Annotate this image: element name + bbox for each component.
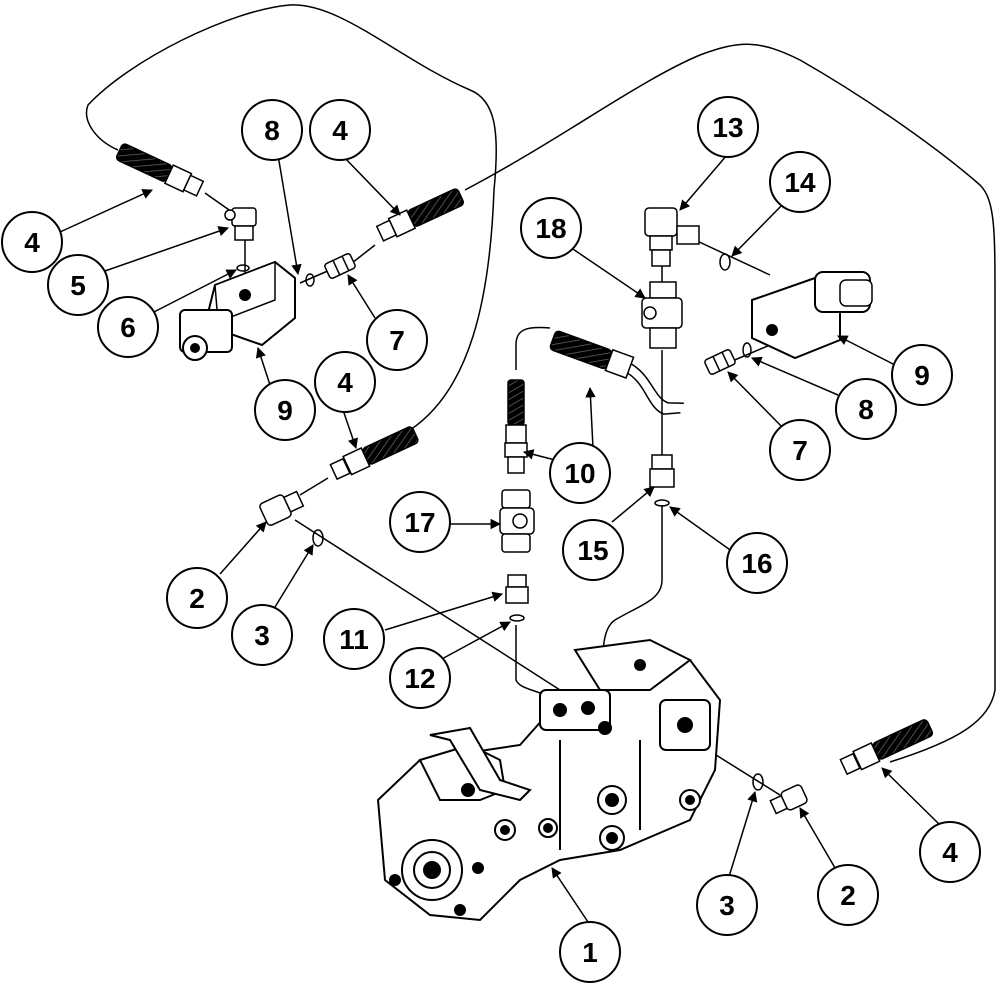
callout-16: 16 [741,548,772,579]
callout-15: 15 [577,535,608,566]
adapter-fitting-15 [649,454,675,488]
callout-8: 8 [858,394,874,425]
hose-10-vertical [504,379,528,474]
callout-3: 3 [719,890,735,921]
callout-labels: 4 5 6 8 4 7 9 4 2 3 11 12 17 10 15 18 13… [24,112,958,968]
hose-4-top-middle [375,188,465,242]
o-ring-3-left [312,529,324,547]
callout-2: 2 [189,583,205,614]
valve-9-left [179,260,296,361]
callout-1: 1 [582,937,598,968]
tee-fitting-18 [641,281,683,349]
line-fitting5-to-hose4 [204,192,233,213]
callout-17: 17 [404,507,435,538]
callout-11: 11 [339,624,369,655]
callout-9: 9 [914,360,930,391]
elbow-fitting-2-left [259,490,305,526]
callout-4: 4 [942,837,958,868]
callout-12: 12 [404,663,435,694]
callout-7: 7 [389,325,405,356]
o-ring-8-right [742,342,752,358]
callout-18: 18 [535,213,566,244]
tee-fitting-17 [499,489,535,553]
o-ring-3-right [752,773,764,791]
callout-4: 4 [24,227,40,258]
callout-5: 5 [70,270,86,301]
callout-14: 14 [784,167,816,198]
line-tee17-to-pump [515,625,556,701]
callout-13: 13 [712,112,743,143]
adapter-fitting-11 [505,574,529,604]
o-ring-6 [236,264,250,272]
callout-6: 6 [120,312,136,343]
valve-9-right [751,271,873,360]
hose-4-bottom-right [839,719,934,776]
o-ring-8-left [305,273,315,287]
leader-arrows [59,154,941,926]
o-ring-12 [509,614,525,622]
hose-10-horizontal [549,330,684,415]
line-hose10-up [515,326,551,370]
hose-4-middle-left [329,426,419,481]
elbow-fitting-2-right [769,784,808,815]
callout-10: 10 [564,458,595,489]
hose-route-right-loop [464,43,996,763]
callout-7: 7 [792,435,808,466]
line-fitting7-to-hose4 [351,244,376,264]
callout-4: 4 [332,115,348,146]
line-elbow13-to-valve9 [694,239,771,276]
callout-bubbles [1,96,981,983]
hydraulic-pump-1 [376,638,722,922]
adapter-fitting-7-right [704,349,736,375]
line-fitting7-left [299,269,331,284]
elbow-fitting-13 [644,207,700,267]
hose-4-top-left [115,143,205,197]
line-hose4-to-fitting2 [299,477,329,496]
elbow-fitting-5 [224,207,257,241]
callout-3: 3 [254,620,270,651]
callout-9: 9 [277,395,293,426]
callout-8: 8 [264,115,280,146]
o-ring-16 [654,499,670,507]
callout-2: 2 [840,880,856,911]
hose-route-left-loop [85,4,498,431]
callout-4: 4 [337,367,353,398]
o-ring-14 [719,253,731,271]
adapter-fitting-7-left [324,253,356,279]
